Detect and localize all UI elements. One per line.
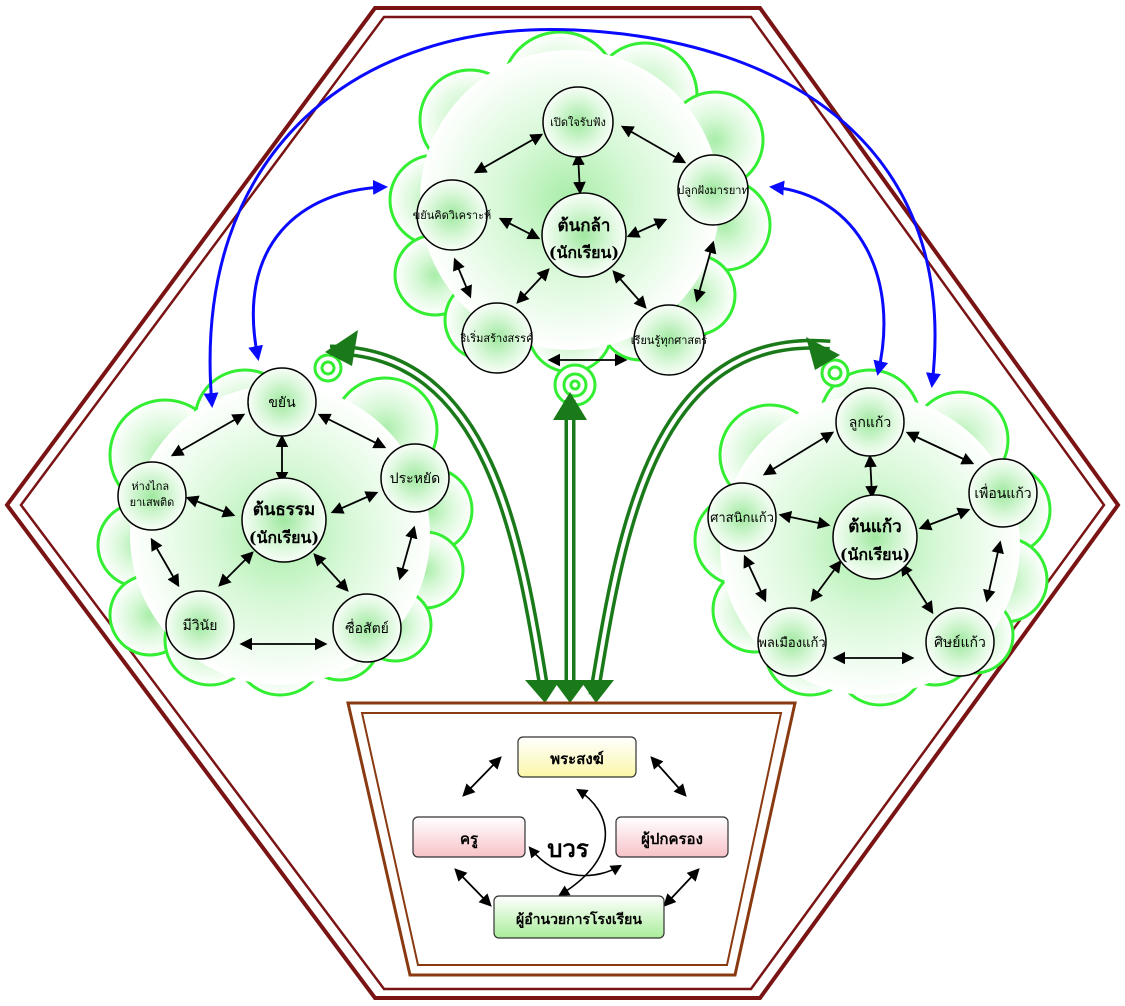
- green-arrowheads: [325, 330, 840, 703]
- pot-center-label: บวร: [547, 834, 589, 863]
- node-top-0: [542, 86, 614, 158]
- pot-box-top: [517, 736, 637, 778]
- node-top-2: [633, 304, 705, 376]
- node-right-1: [968, 458, 1038, 528]
- spiral-top: [553, 363, 597, 407]
- node-left-3: [165, 590, 235, 660]
- left-center-label-1: ต้นธรรม: [253, 500, 316, 520]
- node-left-center: [241, 477, 327, 563]
- top-cluster-arrows: [453, 125, 717, 367]
- left-cluster-arrows: [150, 413, 418, 651]
- left-node-label-4: ห่างไกล ยาเสพติด: [130, 480, 175, 509]
- pot: [346, 701, 797, 977]
- node-right-0: [835, 387, 905, 457]
- right-node-label-2: ศิษย์แก้ว: [934, 634, 986, 651]
- top-node-label-0: เปิดใจรับฟัง: [550, 116, 606, 129]
- right-cluster-nodes: [707, 387, 1038, 677]
- left-node-label-1: ประหยัด: [390, 471, 440, 487]
- node-left-4: [117, 461, 187, 531]
- pot-box-bottom: [493, 895, 665, 939]
- right-center-label-2: (นักเรียน): [840, 545, 910, 564]
- top-center-label-1: ต้นกล้า: [558, 216, 611, 236]
- pot-cycle-arrows: [528, 788, 622, 897]
- node-right-center: [832, 494, 918, 580]
- blue-arrows: [203, 27, 941, 408]
- left-node-label-2: ซื่อสัตย์: [345, 619, 389, 637]
- spiral-right: [820, 358, 850, 388]
- right-cluster-labels: ต้นแก้ว (นักเรียน) ลูกแก้ว เพื่อนแก้ว ศิ…: [710, 415, 1032, 651]
- node-top-3: [461, 302, 533, 374]
- top-cluster-labels: ต้นกล้า (นักเรียน) เปิดใจรับฟัง ปลูกฝังม…: [413, 116, 749, 347]
- node-right-4: [707, 482, 777, 552]
- right-node-label-0: ลูกแก้ว: [849, 415, 891, 431]
- left-node-label-3: มีวินัย: [183, 618, 218, 634]
- left-center-label-2: (นักเรียน): [249, 528, 319, 547]
- right-node-label-1: เพื่อนแก้ว: [974, 484, 1031, 502]
- top-node-label-2: เรียนรู้ทุกศาสตร์: [631, 334, 707, 347]
- top-cluster-nodes: [416, 86, 749, 376]
- top-node-label-1: ปลูกฝังมารยาท: [677, 184, 748, 197]
- node-left-0: [247, 367, 317, 437]
- node-left-1: [380, 443, 450, 513]
- pot-arrows: [454, 756, 700, 907]
- left-cluster-nodes: [117, 367, 450, 663]
- top-node-label-4: ขยันคิดวิเคราะห์: [413, 209, 492, 222]
- pot-box-left-label: ครู: [460, 830, 479, 849]
- node-right-2: [925, 607, 995, 677]
- spiral-left: [313, 353, 343, 383]
- right-node-label-3: พลเมืองแก้ว: [758, 635, 825, 651]
- pot-box-left: [412, 816, 526, 858]
- node-top-4: [416, 179, 488, 251]
- node-left-2: [332, 593, 402, 663]
- node-right-3: [757, 607, 827, 677]
- pot-box-right-label: ผู้ปกครอง: [641, 830, 703, 849]
- green-stem-arrows: [329, 338, 831, 696]
- pot-box-top-label: พระสงฆ์: [550, 750, 604, 768]
- right-center-label-1: ต้นแก้ว: [848, 517, 901, 537]
- node-top-center: [541, 192, 627, 278]
- pot-box-bottom-label: ผู้อำนวยการโรงเรียน: [516, 910, 642, 928]
- right-node-label-4: ศาสนิกแก้ว: [710, 511, 774, 526]
- top-center-label-2: (นักเรียน): [549, 243, 619, 262]
- pot-box-right: [615, 816, 729, 858]
- left-cluster-labels: ต้นธรรม (นักเรียน) ขยัน ประหยัด ซื่อสัตย…: [130, 395, 441, 637]
- pot-boxes: [412, 736, 729, 939]
- top-node-label-3: ริเริ่มสร้างสรรค์: [459, 330, 533, 345]
- right-cluster-arrows: [743, 431, 1004, 665]
- pot-labels: พระสงฆ์ ครู ผู้ปกครอง ผู้อำนวยการโรงเรีย…: [460, 750, 703, 928]
- left-node-label-0: ขยัน: [268, 395, 296, 411]
- hexagon-frame: [4, 6, 1121, 1000]
- node-top-1: [677, 154, 749, 226]
